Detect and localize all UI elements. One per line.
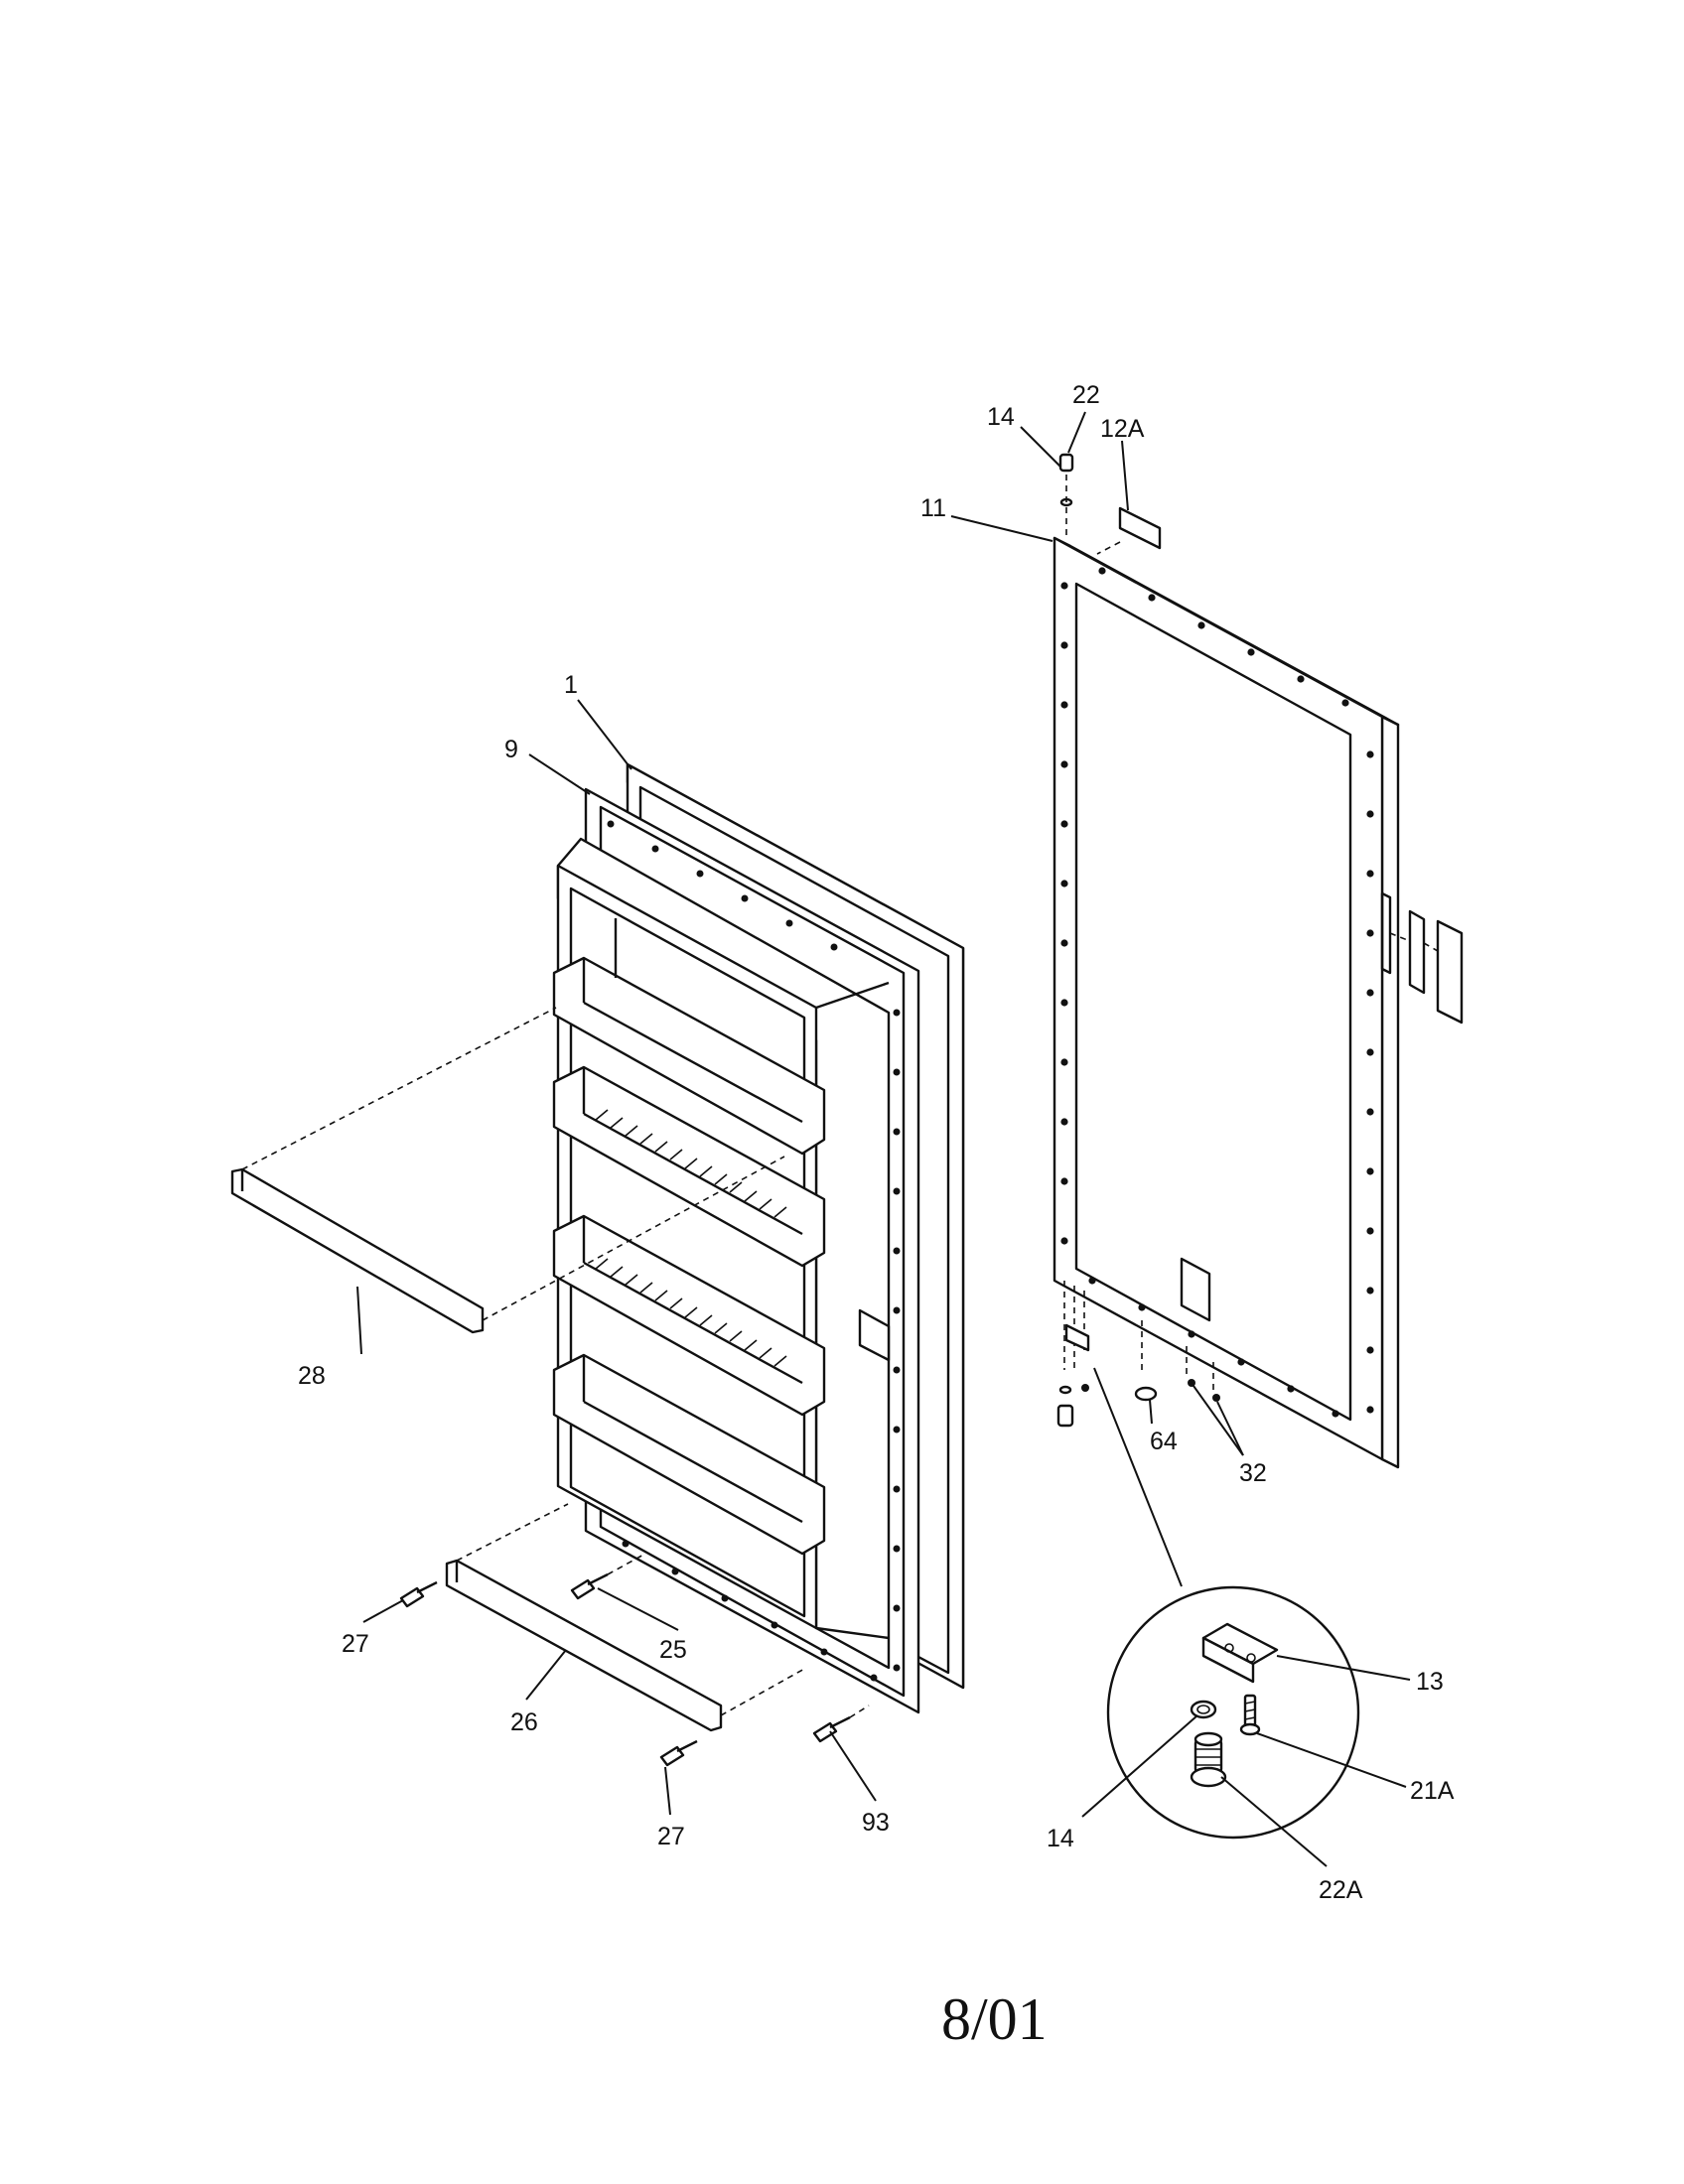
rail-screw-25: [570, 1553, 646, 1600]
panel-screw-holes: [1060, 567, 1374, 1418]
door-shelf-3: [552, 1214, 826, 1417]
label-27-top: 27: [342, 1630, 369, 1658]
label-21a: 21A: [1410, 1777, 1455, 1805]
label-13: 13: [1416, 1668, 1444, 1696]
label-25: 25: [659, 1636, 687, 1664]
shelf-rail-26: [445, 1503, 807, 1732]
label-12a: 12A: [1100, 415, 1145, 443]
outer-door-panel: [1052, 453, 1464, 1587]
part-labels: 1 9 11 12A 14 22 28 25 26 27 27 93 64 32…: [298, 381, 1455, 1904]
top-hinge-bushing: [1058, 453, 1162, 555]
label-22a: 22A: [1319, 1876, 1363, 1904]
label-28: 28: [298, 1362, 326, 1390]
bottom-hinge-hardware: [1056, 1281, 1220, 1428]
label-26: 26: [510, 1708, 538, 1736]
label-14-top: 14: [987, 403, 1015, 431]
rail-screw-27-top: [399, 1580, 438, 1608]
leader-lines: [356, 411, 1411, 1867]
rail-screw-27-bottom: [659, 1739, 698, 1767]
label-11: 11: [920, 494, 946, 522]
label-22: 22: [1072, 381, 1100, 409]
hinge-detail-zoom: [1106, 1585, 1360, 1840]
label-9: 9: [504, 736, 518, 763]
door-liner-with-shelves: [552, 837, 891, 1670]
label-32: 32: [1239, 1459, 1267, 1487]
door-shelf-4: [552, 1353, 826, 1556]
shelf-rail-28: [230, 1007, 785, 1334]
door-latch-parts: [1389, 909, 1464, 1024]
gasket-screw-holes: [607, 820, 901, 1682]
liner-screw-93: [812, 1705, 870, 1743]
label-93: 93: [862, 1809, 890, 1837]
revision-date: 8/01: [941, 1986, 1048, 2052]
label-1: 1: [564, 671, 578, 699]
label-14-detail: 14: [1047, 1825, 1074, 1852]
label-64: 64: [1150, 1428, 1178, 1455]
door-shelf-1: [552, 918, 826, 1156]
door-shelf-2: [552, 1065, 826, 1268]
label-27-bottom: 27: [657, 1823, 685, 1850]
